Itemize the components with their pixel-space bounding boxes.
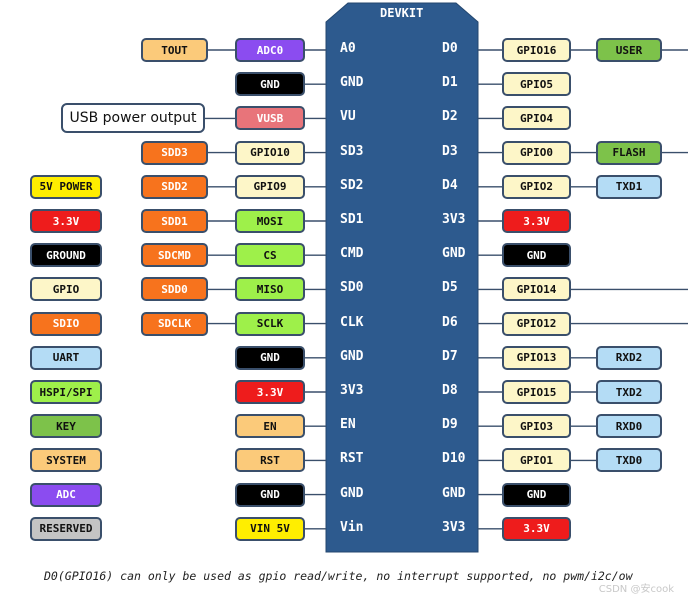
gpio-pill: GPIO12 [502,311,571,336]
gpio-pill: GPIO16 [502,38,571,62]
function-pill: SDD2 [141,174,208,199]
function-pill: GPIO9 [235,174,305,199]
legend-item: UART [30,345,102,370]
function-pill: SCLK [235,311,305,336]
function-pill: RST [235,448,305,473]
gpio-pill: GPIO2 [502,174,571,199]
legend-item: ADC [30,482,102,507]
pin-label-left: VU [340,109,356,125]
pin-label-left: RST [340,451,364,467]
function-pill: GND [235,72,305,97]
function-pill: ADC0 [235,38,305,62]
legend-item: HSPI/SPI [30,380,102,404]
pin-label-right: D8 [442,383,458,398]
function-pill: EN [235,414,305,439]
pin-label-right: D7 [442,348,458,364]
function-pill: SDD0 [141,277,208,302]
watermark: CSDN @安cook [598,584,674,595]
gpio-pill: GPIO3 [502,414,571,439]
gpio-pill: GPIO15 [502,380,571,404]
function-pill: USER [596,38,662,62]
pin-label-right: D5 [442,280,458,296]
function-pill: RXD2 [596,345,662,370]
pin-label-right: D1 [442,75,458,91]
gpio-pill: 3.3V [502,516,571,541]
function-pill: CS [235,243,305,268]
gpio-pill: GPIO13 [502,345,571,370]
function-pill: SDCMD [141,243,208,268]
gpio-pill: 3.3V [502,209,571,233]
legend-item: GPIO [30,277,102,302]
pin-label-left: SD1 [340,212,364,227]
function-pill: 3.3V [235,380,305,404]
gpio-pill: GPIO0 [502,140,571,165]
devkit-board [325,2,479,553]
function-pill: VUSB [235,106,305,131]
pin-label-right: D9 [442,417,458,433]
pin-label-left: SD0 [340,280,364,296]
legend-item: SDIO [30,311,102,336]
pin-label-right: 3V3 [442,212,466,227]
function-pill: TOUT [141,38,208,62]
pin-label-left: GND [340,348,364,364]
pin-label-left: EN [340,417,356,433]
legend-item: RESERVED [30,516,102,541]
gpio-pill: GPIO1 [502,448,571,473]
usb-power-callout: USB power output [61,103,205,134]
pin-label-left: A0 [340,41,356,56]
pin-label-right: GND [442,485,466,501]
pin-label-left: SD2 [340,177,364,193]
function-pill: FLASH [596,140,662,165]
legend-item: GROUND [30,243,102,268]
pin-label-left: CLK [340,314,364,330]
pin-label-right: D2 [442,109,458,125]
board-title: DEVKIT [380,6,424,20]
function-pill: GND [235,345,305,370]
pin-label-right: D4 [442,177,458,193]
legend-item: 5V POWER [30,174,102,199]
function-pill: SDD1 [141,209,208,233]
function-pill: MOSI [235,209,305,233]
function-pill: SDD3 [141,140,208,165]
function-pill: SDCLK [141,311,208,336]
pin-label-right: D10 [442,451,466,467]
pin-label-right: 3V3 [442,519,466,535]
pin-label-right: D0 [442,41,458,56]
legend-item: SYSTEM [30,448,102,473]
pin-label-left: GND [340,485,364,501]
gpio-pill: GND [502,243,571,268]
pin-label-right: D3 [442,143,458,159]
gpio-pill: GPIO14 [502,277,571,302]
function-pill: VIN 5V [235,516,305,541]
function-pill: GPIO10 [235,140,305,165]
pin-label-left: 3V3 [340,383,364,398]
pin-label-right: GND [442,246,466,262]
gpio-pill: GND [502,482,571,507]
function-pill: TXD2 [596,380,662,404]
pin-label-left: Vin [340,519,364,535]
function-pill: RXD0 [596,414,662,439]
pin-label-left: GND [340,75,364,91]
legend-item: KEY [30,414,102,439]
pin-label-left: SD3 [340,143,364,159]
pin-label-right: D6 [442,314,458,330]
function-pill: GND [235,482,305,507]
gpio-pill: GPIO5 [502,72,571,97]
function-pill: TXD1 [596,174,662,199]
function-pill: MISO [235,277,305,302]
pin-label-left: CMD [340,246,364,262]
gpio-pill: GPIO4 [502,106,571,131]
function-pill: TXD0 [596,448,662,473]
footnote: D0(GPIO16) can only be used as gpio read… [44,569,633,583]
legend-item: 3.3V [30,209,102,233]
